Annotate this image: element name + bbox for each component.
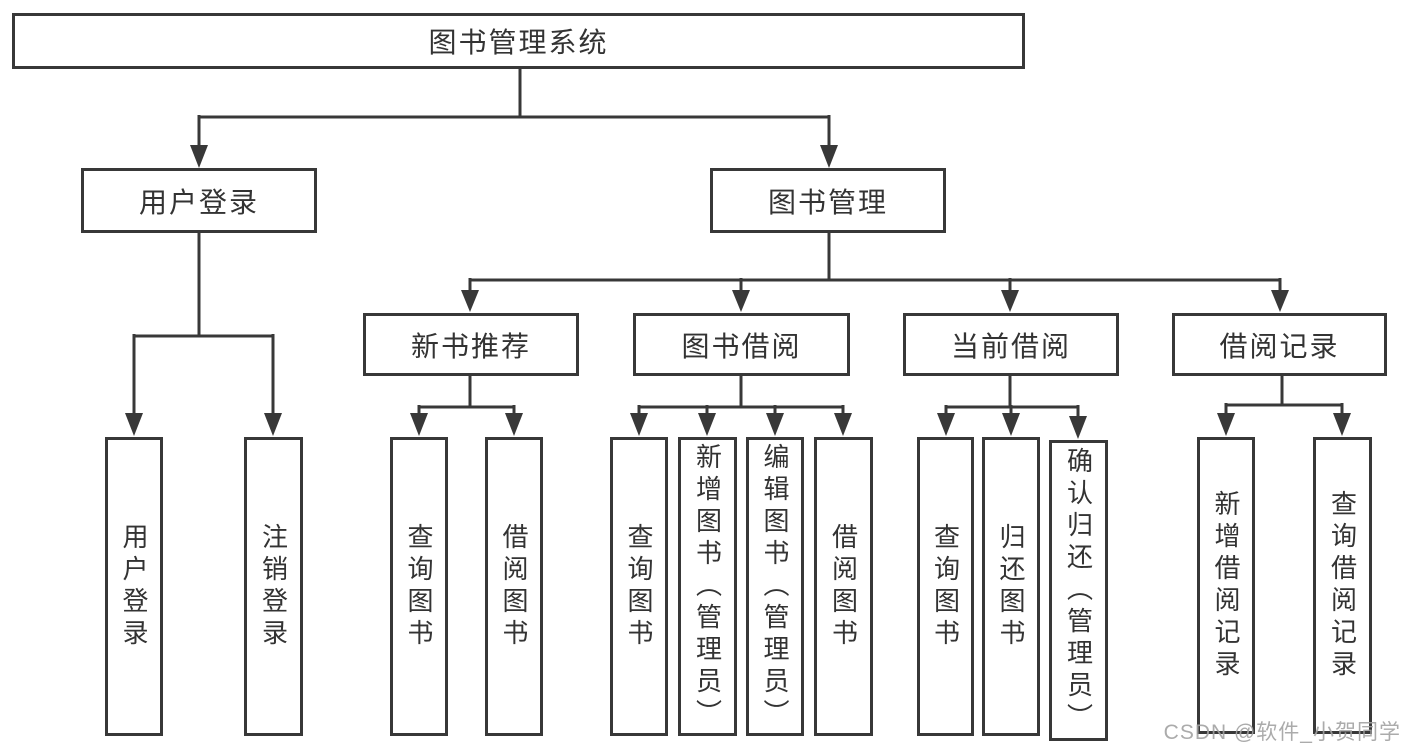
node-library-system: 图书管理系统 [12, 13, 1025, 69]
node-leaf-add-books-admin: 新增图书（管理员） [678, 437, 737, 736]
node-book-management: 图书管理 [710, 168, 946, 233]
node-leaf-logout: 注销登录 [244, 437, 303, 736]
node-leaf-confirm-return-admin: 确认归还（管理员） [1049, 440, 1108, 741]
node-leaf-query-books: 查询图书 [390, 437, 448, 736]
node-user-login: 用户登录 [81, 168, 317, 233]
node-leaf-add-borrow-record: 新增借阅记录 [1197, 437, 1255, 734]
node-leaf-borrow-books-2: 借阅图书 [814, 437, 873, 736]
node-leaf-query-borrow-record: 查询借阅记录 [1313, 437, 1372, 734]
node-leaf-borrow-books: 借阅图书 [485, 437, 543, 736]
node-borrowing-records: 借阅记录 [1172, 313, 1387, 376]
node-new-book-recommend: 新书推荐 [363, 313, 579, 376]
node-current-borrowing: 当前借阅 [903, 313, 1119, 376]
node-leaf-query-books-3: 查询图书 [917, 437, 974, 736]
node-book-borrowing: 图书借阅 [633, 313, 850, 376]
csdn-watermark: CSDN @软件_小贺同学 [1163, 721, 1401, 744]
node-leaf-user-login: 用户登录 [105, 437, 163, 736]
node-leaf-return-books: 归还图书 [982, 437, 1040, 736]
node-leaf-edit-books-admin: 编辑图书（管理员） [746, 437, 804, 736]
node-leaf-query-books-2: 查询图书 [610, 437, 668, 736]
